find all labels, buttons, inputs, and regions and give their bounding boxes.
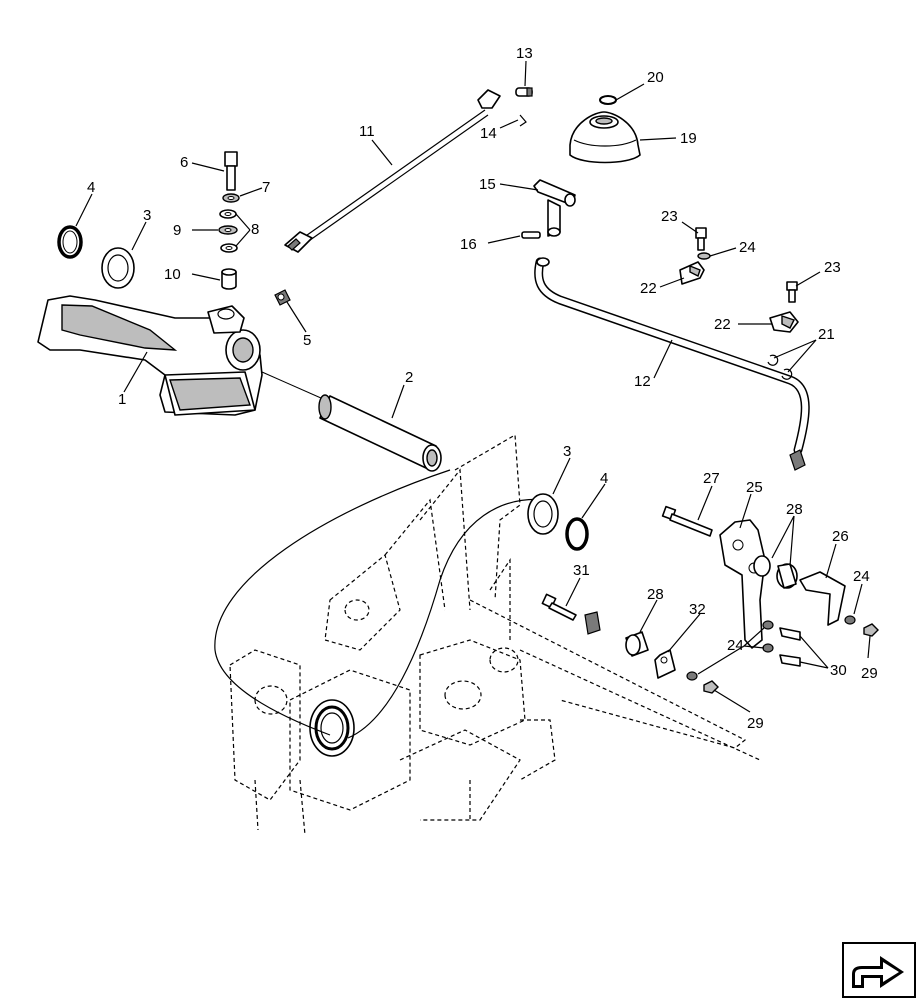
leader-lines <box>75 60 871 713</box>
next-page-button[interactable] <box>842 942 916 998</box>
callout-24: 24 <box>739 239 756 256</box>
callout-2: 2 <box>405 369 413 386</box>
actuator-rod <box>534 257 810 471</box>
arrow-next-icon <box>852 956 904 988</box>
frame-pivot-bore <box>309 699 355 757</box>
callout-6: 6 <box>180 154 188 171</box>
callout-8: 8 <box>251 221 259 238</box>
bolt-31 <box>541 593 577 621</box>
release-handle <box>533 179 576 237</box>
callout-19: 19 <box>680 130 697 147</box>
pivot-pin <box>261 371 442 472</box>
callout-4: 4 <box>600 470 608 487</box>
callout-16: 16 <box>460 236 477 253</box>
callout-12: 12 <box>634 373 651 390</box>
callout-22: 22 <box>714 316 731 333</box>
clamp-22-upper <box>679 261 705 285</box>
bolt-27 <box>661 505 713 537</box>
cotter-pin <box>519 114 527 127</box>
callout-10: 10 <box>164 266 181 283</box>
callout-14: 14 <box>480 125 497 142</box>
bracket-32 <box>654 649 676 679</box>
callout-3: 3 <box>143 207 151 224</box>
snap-ring-4-upper <box>57 225 83 259</box>
callout-29: 29 <box>747 715 764 732</box>
washer-3-lower <box>527 493 559 535</box>
spacer-28-lower <box>625 631 649 657</box>
callout-29: 29 <box>861 665 878 682</box>
callout-31: 31 <box>573 562 590 579</box>
spacers-28-upper <box>753 555 798 589</box>
snap-ring-4-lower <box>565 517 589 551</box>
clips-21 <box>767 354 793 380</box>
bracket-25 <box>719 519 766 649</box>
callout-30: 30 <box>830 662 847 679</box>
rubber-boot <box>569 111 641 164</box>
callout-28: 28 <box>647 586 664 603</box>
callout-3: 3 <box>563 443 571 460</box>
plate-26 <box>799 571 846 626</box>
callout-23: 23 <box>824 259 841 276</box>
frame-nut <box>584 611 601 635</box>
grease-fitting <box>274 289 291 306</box>
callout-23: 23 <box>661 208 678 225</box>
callout-28: 28 <box>786 501 803 518</box>
callout-25: 25 <box>746 479 763 496</box>
callout-4: 4 <box>87 179 95 196</box>
washer-3-upper <box>101 247 135 289</box>
washer-24-upper <box>697 252 711 260</box>
callout-27: 27 <box>703 470 720 487</box>
callout-24: 24 <box>853 568 870 585</box>
callout-1: 1 <box>118 391 126 408</box>
callout-15: 15 <box>479 176 496 193</box>
callout-21: 21 <box>818 326 835 343</box>
callout-20: 20 <box>647 69 664 86</box>
fasteners-lower <box>686 615 879 694</box>
callout-11: 11 <box>359 123 375 140</box>
callout-26: 26 <box>832 528 849 545</box>
assembly-leader-curve-right <box>347 498 549 739</box>
roll-pin <box>521 231 541 239</box>
callout-24: 24 <box>727 637 744 654</box>
callout-7: 7 <box>262 179 270 196</box>
pedal-assembly <box>37 295 263 416</box>
clamp-22-right <box>769 311 799 333</box>
control-cable <box>284 89 501 253</box>
callout-22: 22 <box>640 280 657 297</box>
assembly-leader-curve-left <box>214 469 451 736</box>
machine-frame-outline <box>229 433 761 836</box>
bolt-stack <box>218 151 240 290</box>
callout-32: 32 <box>689 601 706 618</box>
bolt-23-upper <box>695 227 707 251</box>
callout-13: 13 <box>516 45 533 62</box>
callout-9: 9 <box>173 222 181 239</box>
callout-labels: 1 2 3 4 5 6 7 8 9 10 11 12 13 14 15 16 1… <box>87 45 878 732</box>
clevis-pin <box>515 87 533 97</box>
callout-5: 5 <box>303 332 311 349</box>
boot-clip <box>599 95 617 105</box>
bolt-23-right <box>786 281 798 303</box>
